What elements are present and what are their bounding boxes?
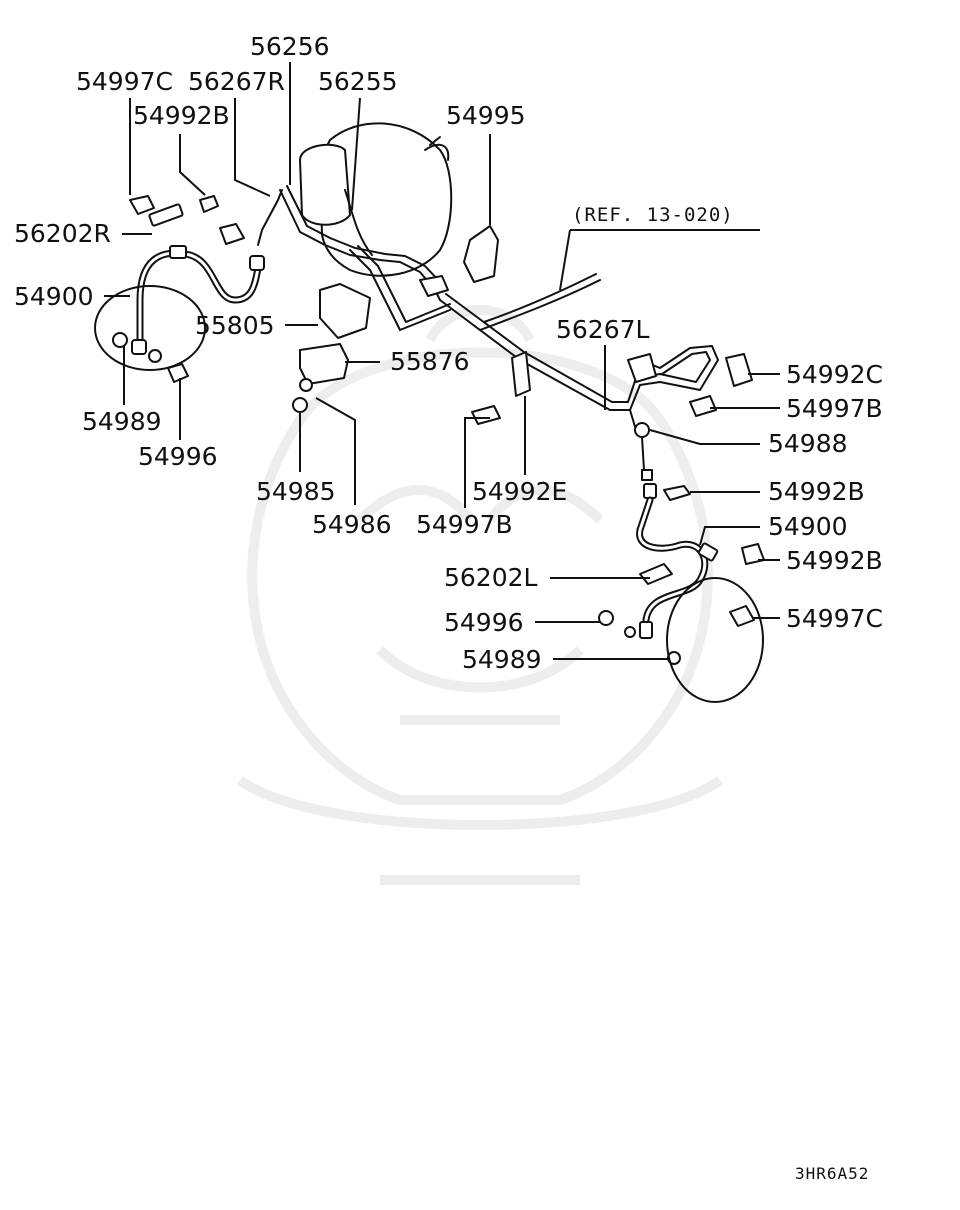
- label-56202l[interactable]: 56202L: [444, 563, 538, 592]
- diagram-code: 3HR6A52: [795, 1164, 869, 1183]
- label-54995[interactable]: 54995: [446, 101, 526, 130]
- right-fittings: [471, 351, 753, 501]
- label-54988[interactable]: 54988: [768, 429, 848, 458]
- label-54996-right[interactable]: 54996: [444, 608, 524, 637]
- label-56256[interactable]: 56256: [250, 32, 330, 61]
- label-54986[interactable]: 54986: [312, 510, 392, 539]
- label-54992b-top[interactable]: 54992B: [133, 101, 230, 130]
- label-54989-left[interactable]: 54989: [82, 407, 162, 436]
- brake-lines: [279, 185, 719, 431]
- label-54997b-mid[interactable]: 54997B: [416, 510, 513, 539]
- label-54997b-right[interactable]: 54997B: [786, 394, 883, 423]
- label-55805[interactable]: 55805: [195, 311, 275, 340]
- label-54992e[interactable]: 54992E: [472, 477, 567, 506]
- label-54997c-right[interactable]: 54997C: [786, 604, 883, 633]
- bracket-54995: [419, 225, 499, 297]
- watermark-emblem: [237, 305, 723, 885]
- label-56202r[interactable]: 56202R: [14, 219, 111, 248]
- label-54900-left[interactable]: 54900: [14, 282, 94, 311]
- brake-booster: [299, 122, 453, 277]
- label-56255[interactable]: 56255: [318, 67, 398, 96]
- label-54996-left[interactable]: 54996: [138, 442, 218, 471]
- part-labels: 56256 54997C 56267R 56255 54992B 54995 (…: [14, 32, 883, 1183]
- label-54985[interactable]: 54985: [256, 477, 336, 506]
- label-54989-right[interactable]: 54989: [462, 645, 542, 674]
- hose-right: [598, 496, 765, 703]
- reference-note: (REF. 13-020): [572, 204, 734, 226]
- label-55876[interactable]: 55876: [390, 347, 470, 376]
- label-56267l[interactable]: 56267L: [556, 315, 650, 344]
- label-54992b-low[interactable]: 54992B: [786, 546, 883, 575]
- label-56267r[interactable]: 56267R: [188, 67, 285, 96]
- label-54997c[interactable]: 54997C: [76, 67, 173, 96]
- label-54900-right[interactable]: 54900: [768, 512, 848, 541]
- leader-lines: [104, 62, 780, 660]
- label-54992b-mid[interactable]: 54992B: [768, 477, 865, 506]
- proportioning-valve: [292, 283, 371, 413]
- label-54992c[interactable]: 54992C: [786, 360, 883, 389]
- hose-left: [129, 189, 283, 355]
- left-fittings: [94, 285, 206, 383]
